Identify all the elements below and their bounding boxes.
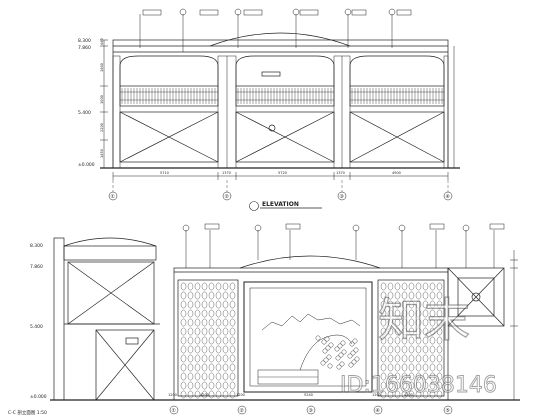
lower-crown-arch [239,255,381,269]
watermark: 知末 ID:166038146 [340,292,498,398]
upper-hdim-4: 1370 [336,171,345,175]
upper-hdim-1: 5710 [160,171,169,175]
mountain-silhouette [261,313,361,331]
upper-bay-left [119,55,219,163]
lower-right-screen [377,279,445,399]
lower-hdim-4: 5240 [304,393,313,397]
upper-hdim-2: 1370 [222,171,231,175]
lower-axis-3: ③ [309,408,313,414]
lower-axis-4: ④ [376,408,381,414]
lower-axis-2: ② [240,408,245,414]
upper-axis-2: ② [225,194,230,200]
lower-level-2: 7.860 [30,264,43,270]
upper-wall-outline [112,39,449,169]
lower-hdim-2: 4200 [200,393,209,397]
lower-hdim-1: 1200 [168,393,177,397]
upper-level-4: ±0.000 [78,162,95,168]
lower-hdim-5: 1200 [372,393,381,397]
lower-axis-5: ⑤ [446,408,450,414]
upper-vdim-3: 1000 [100,95,104,104]
lower-left-section [53,237,160,401]
upper-level-2: 7.860 [78,45,91,51]
upper-lattice-band [120,88,444,104]
upper-crown-arch [209,32,351,47]
upper-bay-centre [235,55,335,163]
upper-vdim-4: 2200 [100,123,104,132]
lower-level-3: 5.400 [30,324,43,330]
lower-level-4: ±0.000 [30,394,47,400]
lower-centre-landscape [243,281,373,393]
upper-annotation-tags [139,8,412,52]
upper-vdim-5: 1450 [100,149,104,158]
upper-hdim-5: 4900 [392,171,401,175]
upper-axis-1: ① [111,194,116,200]
upper-hdim-3: 5720 [278,171,287,175]
watermark-id: ID:166038146 [340,373,497,398]
upper-level-3: 5.400 [78,110,91,116]
upper-axis-3: ③ [340,194,344,200]
lower-annotation-tags [182,223,505,268]
upper-bay-right [349,55,445,163]
elevation-title-symbol [249,201,259,211]
lower-right-plan [447,267,505,327]
lower-hdim-3: 1200 [236,393,245,397]
upper-vdim-1: 440 [100,38,104,45]
watermark-brand: 知末 [378,293,470,347]
upper-vdim-2: 1460 [100,63,104,72]
lower-left-screen [177,279,239,399]
lower-hdim-6: 4200 [404,393,413,397]
lower-elevation [50,223,520,415]
lower-text: 8.300 7.860 5.400 ±0.000 1200 4200 1200 … [8,243,450,416]
upper-text: 8.300 7.860 5.400 ±0.000 440 1460 1000 2… [78,38,451,211]
upper-axis-4: ④ [446,194,451,200]
lower-level-1: 8.300 [30,243,43,249]
upper-elevation [100,8,460,201]
upper-level-1: 8.300 [78,38,91,44]
lower-axis-1: ① [172,408,177,414]
elevation-title: ELEVATION [262,201,299,208]
bottom-note: C-C 剖立面图 1:50 [8,409,47,416]
